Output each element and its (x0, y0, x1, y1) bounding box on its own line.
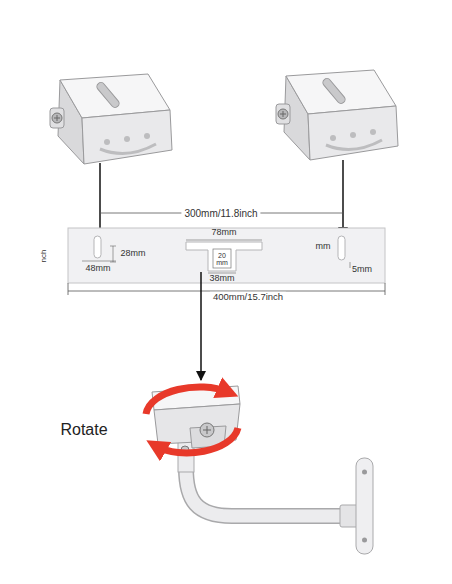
dimension-label: nch (40, 250, 49, 263)
dimension-label: 400mm/15.7inch (210, 292, 286, 302)
dimension-label: 20 mm (214, 252, 230, 266)
rotate-label: Rotate (60, 421, 107, 439)
bracket (276, 70, 398, 160)
dimension-label: mm (316, 242, 331, 252)
dimension-label: 28mm (120, 249, 145, 259)
dimension-label: 38mm (209, 274, 234, 284)
dimension-label: 5mm (352, 265, 372, 275)
dimension-label: 48mm (85, 264, 110, 274)
bracket (50, 74, 172, 164)
dimension-label: 78mm (211, 228, 236, 238)
dimension-label: 300mm/11.8inch (181, 208, 260, 219)
